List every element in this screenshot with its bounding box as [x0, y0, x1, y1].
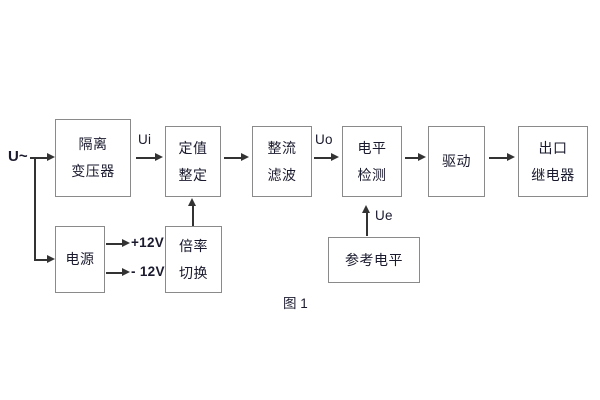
wire-rail-positive: [106, 243, 124, 245]
wire-multiplier-to-setting: [192, 205, 194, 226]
wire-drive-to-relay: [489, 157, 509, 159]
wire-level-to-drive: [405, 157, 421, 159]
block-isolation-transformer-line-2: 变压器: [71, 163, 115, 179]
block-drive-line-1: 驱动: [442, 153, 471, 170]
arrowhead-setting-to-rectifier: [241, 153, 249, 161]
block-drive: 驱动: [428, 126, 485, 197]
source-label: U~: [8, 148, 28, 165]
block-rectifier-filter-line-2: 滤波: [267, 166, 297, 183]
block-rectifier-filter: 整流 滤波: [252, 126, 312, 197]
source-bus-wire: [34, 157, 36, 260]
wire-source-to-power-supply: [34, 259, 49, 261]
block-level-detection-line-2: 检测: [357, 166, 387, 183]
block-output-relay: 出口 继电器: [518, 126, 588, 197]
block-isolation-transformer-line-1: 隔离: [78, 136, 108, 153]
block-level-detection: 电平 检测: [342, 126, 402, 197]
arrowhead-drive-to-relay: [507, 153, 515, 161]
block-power-supply: 电源: [55, 226, 105, 293]
arrowhead-transformer-to-setting: [155, 153, 163, 161]
wire-transformer-to-setting: [136, 157, 157, 159]
block-reference-level: 参考电平: [328, 237, 420, 283]
block-output-relay-line-1: 出口: [538, 139, 568, 156]
wire-rectifier-to-level: [314, 157, 333, 159]
block-multiplier-switch-line-2: 切换: [179, 264, 208, 281]
arrowhead-source-to-power-supply: [47, 255, 55, 263]
rail-label-positive: +12V: [131, 235, 165, 250]
arrowhead-rail-positive: [122, 239, 130, 247]
arrowhead-reference-to-level: [362, 205, 370, 213]
arrowhead-level-to-drive: [418, 153, 426, 161]
figure-caption: 图 1: [283, 296, 308, 311]
source-stub-wire: [30, 157, 36, 159]
block-rectifier-filter-line-1: 整流: [267, 139, 297, 156]
wire-rail-negative: [106, 272, 124, 274]
block-output-relay-line-2: 继电器: [531, 166, 575, 183]
wire-setting-to-rectifier: [224, 157, 243, 159]
arrowhead-rectifier-to-level: [331, 153, 339, 161]
block-setting-value-line-1: 定值: [178, 139, 208, 156]
block-multiplier-switch: 倍率 切换: [165, 226, 222, 293]
signal-label-ui: Ui: [138, 132, 152, 147]
rail-label-negative: - 12V: [131, 264, 165, 279]
signal-label-ue: Ue: [375, 208, 393, 223]
wire-source-to-transformer: [34, 157, 49, 159]
block-isolation-transformer: 隔离 变压器: [55, 119, 131, 197]
wire-reference-to-level: [366, 212, 368, 236]
arrowhead-source-to-transformer: [47, 153, 55, 161]
block-reference-level-line-1: 参考电平: [345, 251, 403, 268]
arrowhead-multiplier-to-setting: [188, 198, 196, 206]
block-setting-value: 定值 整定: [165, 126, 221, 197]
signal-label-uo: Uo: [315, 132, 333, 147]
block-level-detection-line-1: 电平: [357, 139, 387, 156]
arrowhead-rail-negative: [122, 268, 130, 276]
block-power-supply-line-1: 电源: [65, 251, 95, 268]
block-multiplier-switch-line-1: 倍率: [179, 237, 208, 254]
block-setting-value-line-2: 整定: [178, 166, 208, 183]
